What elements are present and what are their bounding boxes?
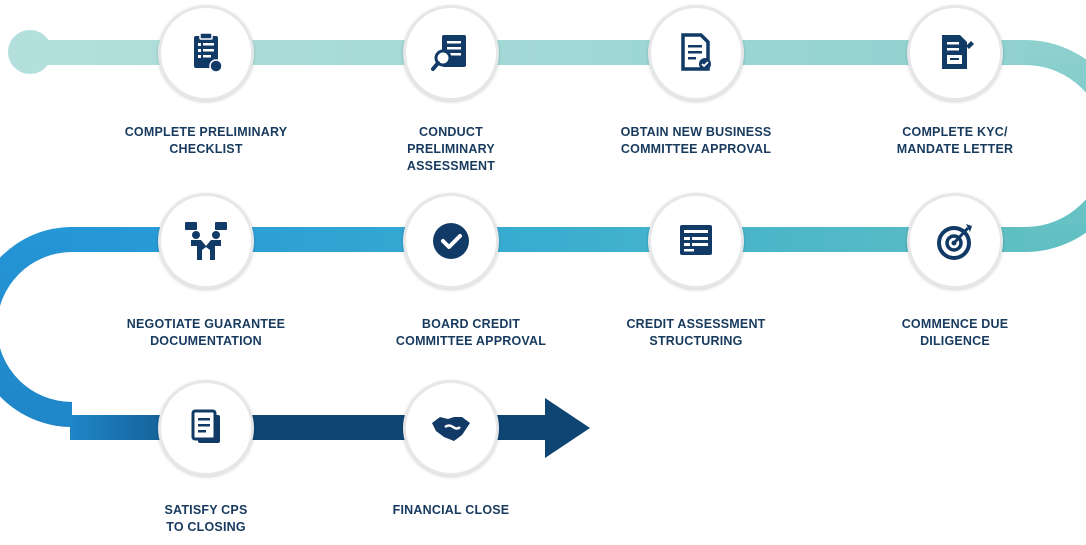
negotiation-icon — [185, 222, 227, 260]
stacked-documents-icon — [191, 409, 220, 443]
track-right-turn — [1025, 40, 1086, 252]
step-node-6 — [648, 193, 744, 289]
step-node-1 — [158, 5, 254, 101]
step-label-4: COMPLETE KYC/ MANDATE LETTER — [896, 125, 1014, 156]
step-label-5: COMMENCE DUE DILIGENCE — [901, 317, 1009, 348]
step-label-7: BOARD CREDIT COMMITTEE APPROVAL — [395, 317, 547, 348]
step-node-7 — [403, 193, 499, 289]
step-label-2: CONDUCT PRELIMINARY ASSESSMENT — [406, 125, 496, 173]
credit-form-icon — [680, 225, 712, 255]
step-node-4 — [907, 5, 1003, 101]
target-icon — [937, 224, 972, 260]
step-node-5 — [907, 193, 1003, 289]
step-label-8: NEGOTIATE GUARANTEE DOCUMENTATION — [126, 317, 286, 348]
step-label-1: COMPLETE PRELIMINARY CHECKLIST — [124, 125, 288, 156]
approval-document-icon — [681, 33, 711, 71]
document-magnifier-icon — [431, 35, 466, 71]
step-node-3 — [648, 5, 744, 101]
step-node-9 — [158, 380, 254, 476]
step-label-10: FINANCIAL CLOSE — [392, 503, 510, 517]
step-label-6: CREDIT ASSESSMENT STRUCTURING — [626, 317, 766, 348]
step-label-9: SATISFY CPS TO CLOSING — [164, 503, 248, 534]
step-node-8 — [158, 193, 254, 289]
step-node-2 — [403, 5, 499, 101]
track-end-arrow — [545, 398, 590, 458]
track-left-turn — [0, 227, 72, 427]
checklist-icon — [194, 32, 223, 73]
step-label-3: OBTAIN NEW BUSINESS COMMITTEE APPROVAL — [620, 125, 772, 156]
check-badge-icon — [433, 223, 469, 259]
handshake-icon — [432, 417, 470, 441]
mandate-letter-icon — [942, 35, 974, 69]
step-node-10 — [403, 380, 499, 476]
